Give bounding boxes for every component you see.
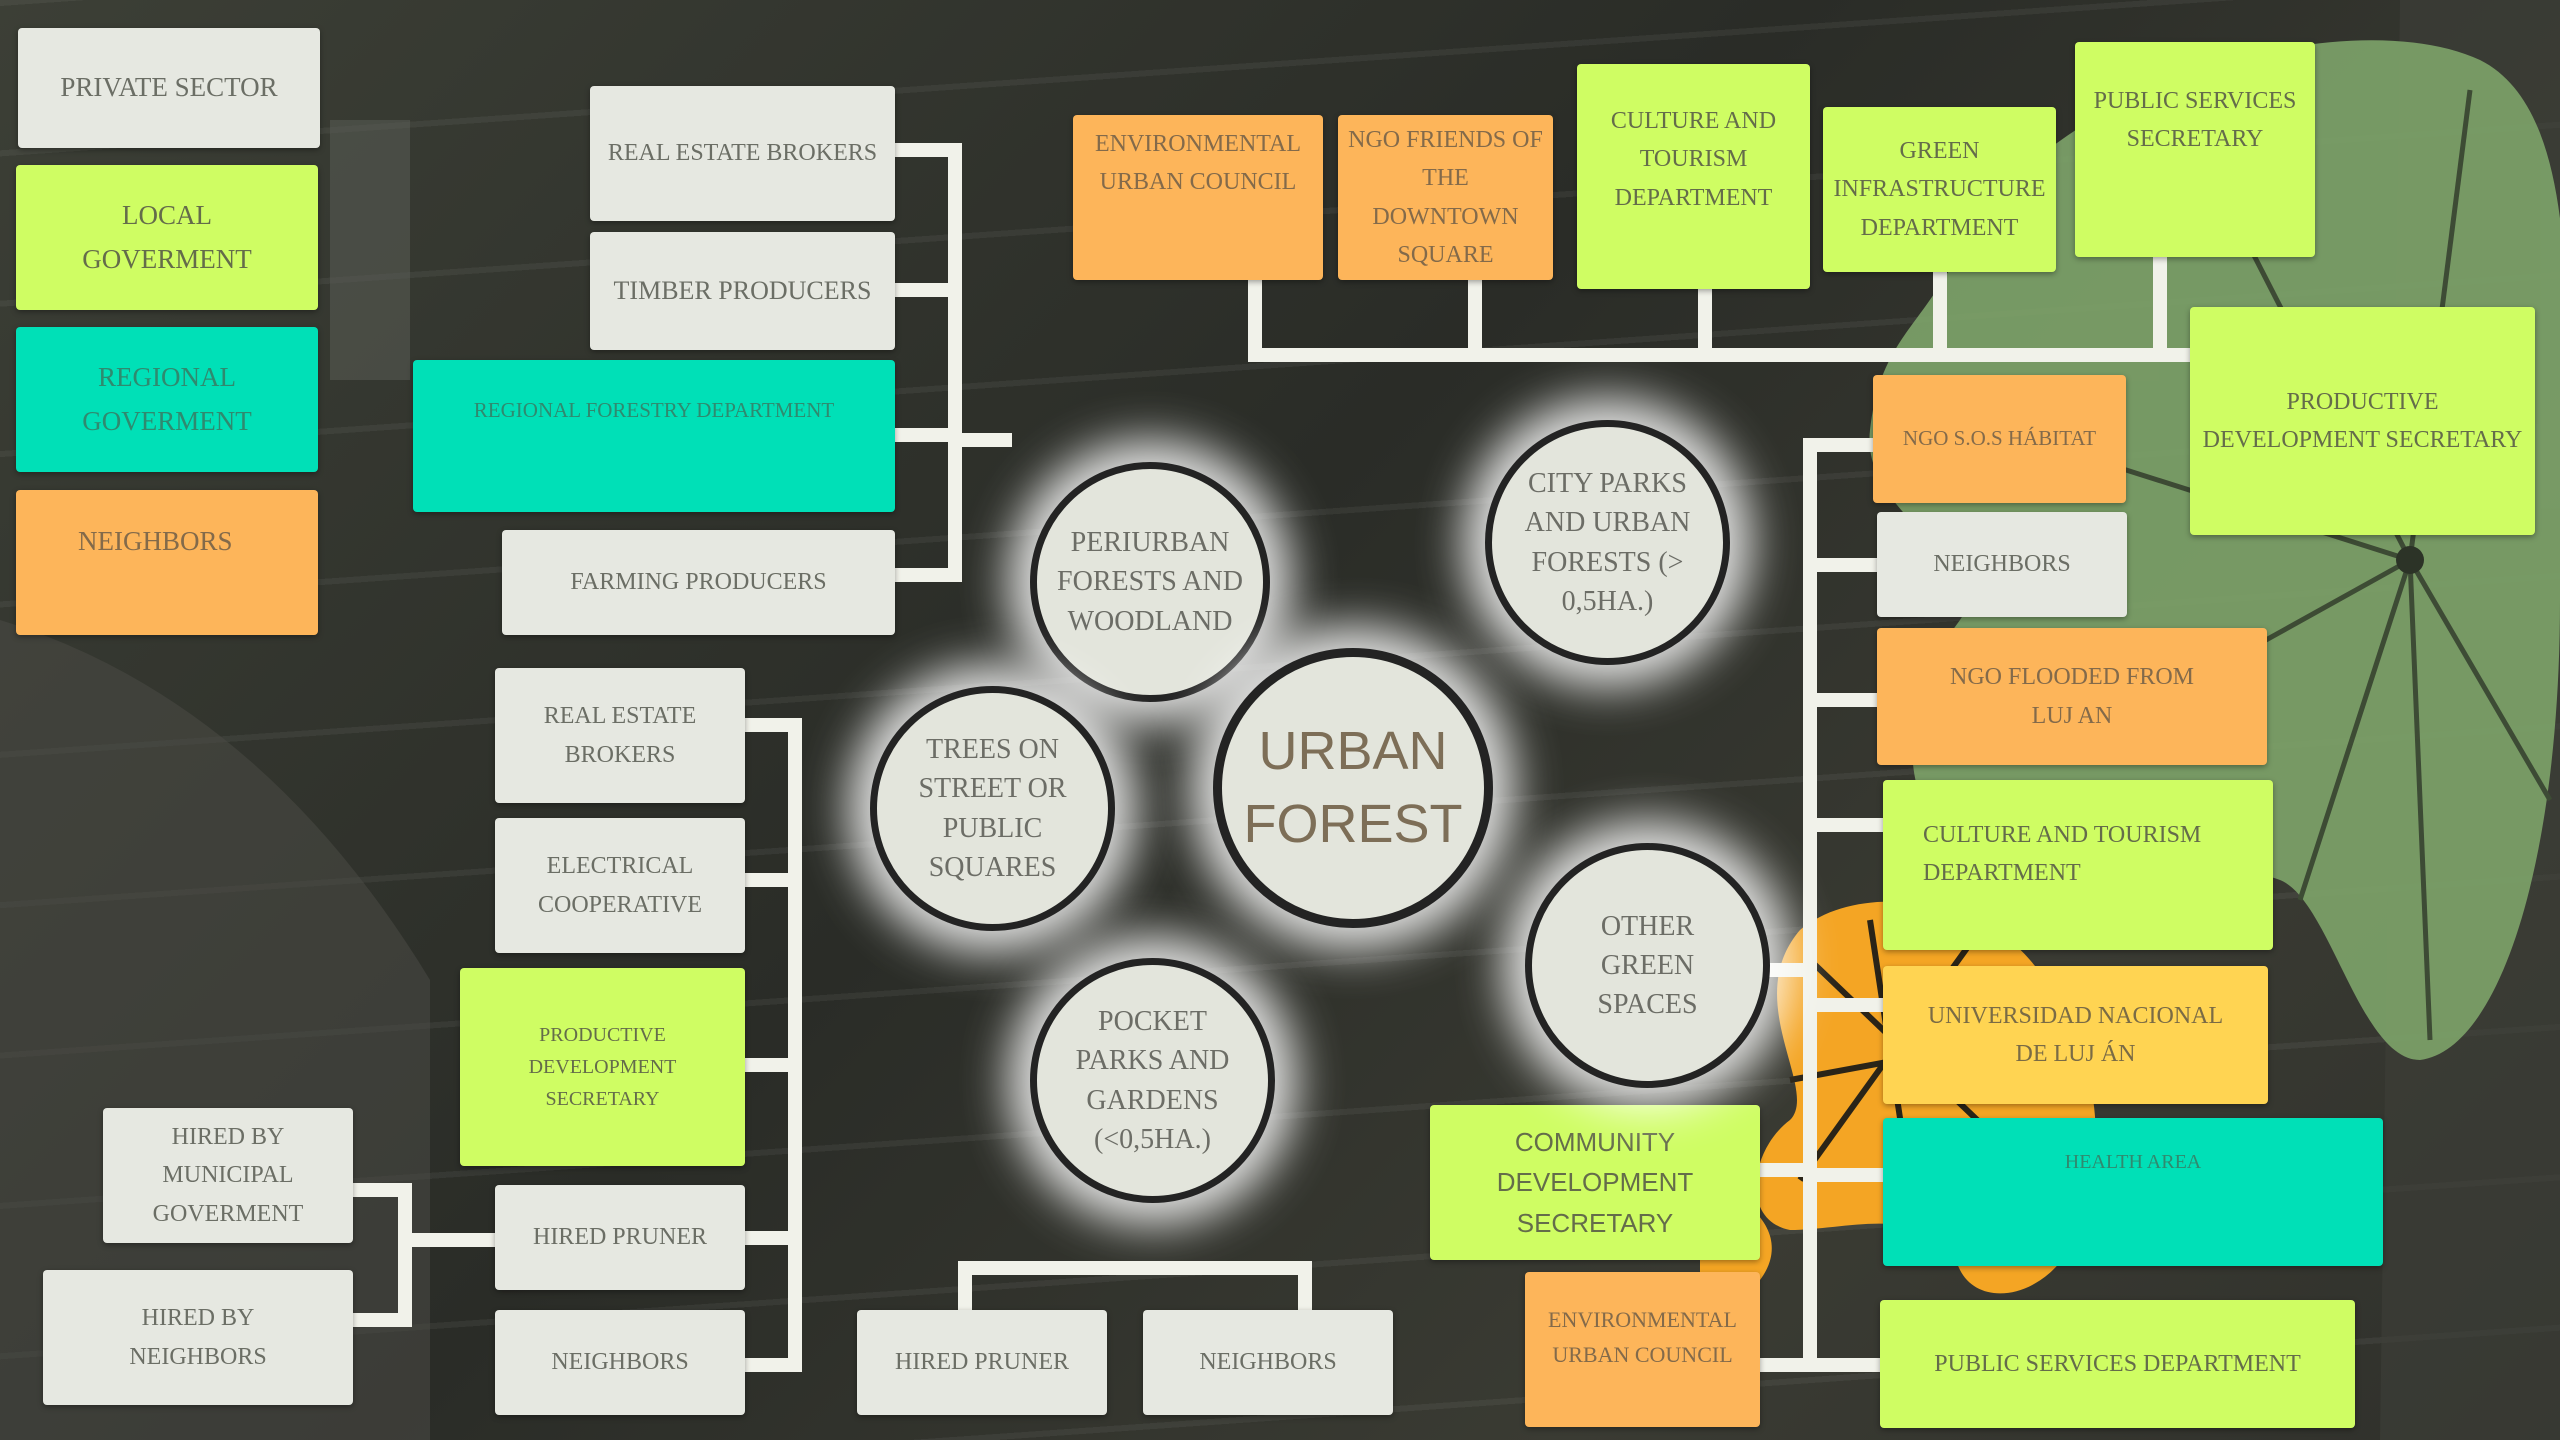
periurban-actor: FARMING PRODUCERS — [502, 530, 895, 635]
legend-regional-government: REGIONAL GOVERMENT — [16, 327, 318, 472]
other-green-actor: NGO S.O.S HÁBITAT — [1873, 375, 2126, 503]
legend-private-sector: PRIVATE SECTOR — [18, 28, 320, 148]
pocket-actor: HIRED PRUNER — [857, 1310, 1107, 1415]
other-green-actor: COMMUNITY DEVELOPMENT SECRETARY — [1430, 1105, 1760, 1260]
street-actor: NEIGHBORS — [495, 1310, 745, 1415]
city-parks-actor: CULTURE AND TOURISM DEPARTMENT — [1577, 64, 1810, 289]
category-label: OTHER GREEN SPACES — [1597, 910, 1698, 1021]
category-label: PERIURBAN FORESTS AND WOODLAND — [1057, 527, 1243, 637]
other-green-actor: PUBLIC SERVICES DEPARTMENT — [1880, 1300, 2355, 1428]
periurban-actor: REAL ESTATE BROKERS — [590, 86, 895, 221]
category-pocket-parks: POCKET PARKS AND GARDENS (<0,5ha.) — [1030, 958, 1275, 1203]
street-actor: ELECTRICAL COOPERATIVE — [495, 818, 745, 953]
category-label: CITY PARKS AND URBAN FORESTS (> 0,5ha.) — [1524, 468, 1691, 617]
city-parks-actor: GREEN INFRASTRUCTURE DEPARTMENT — [1823, 107, 2056, 272]
city-parks-actor: PUBLIC SERVICES SECRETARY — [2075, 42, 2315, 257]
city-parks-actor: NGO FRIENDS OF THE DOWNTOWN SQUARE — [1338, 115, 1553, 280]
category-label: POCKET PARKS AND GARDENS (<0,5ha.) — [1075, 1006, 1230, 1155]
pocket-actor: NEIGHBORS — [1143, 1310, 1393, 1415]
other-green-actor: UNIVERSIDAD NACIONAL DE LUJ ÁN — [1883, 966, 2268, 1104]
category-other-green: OTHER GREEN SPACES — [1525, 843, 1770, 1088]
other-green-actor: CULTURE AND TOURISM DEPARTMENT — [1883, 780, 2273, 950]
urban-forest-title: URBAN FOREST — [1243, 721, 1463, 854]
category-trees-on-street: TREES ON STREET OR PUBLIC SQUARES — [870, 686, 1115, 931]
street-actor: HIRED PRUNER — [495, 1185, 745, 1290]
other-green-actor: ENVIRONMENTAL URBAN COUNCIL — [1525, 1272, 1760, 1427]
other-green-actor: NGO FLOODED FROM LUJ AN — [1877, 628, 2267, 765]
other-green-actor: HEALTH AREA — [1883, 1118, 2383, 1266]
category-periurban: PERIURBAN FORESTS AND WOODLAND — [1030, 462, 1270, 702]
city-parks-actor: ENVIRONMENTAL URBAN COUNCIL — [1073, 115, 1323, 280]
street-actor: PRODUCTIVE DEVELOPMENT SECRETARY — [460, 968, 745, 1166]
urban-forest-center: URBAN FOREST — [1213, 648, 1493, 928]
category-city-parks: CITY PARKS AND URBAN FORESTS (> 0,5ha.) — [1485, 420, 1730, 665]
street-actor: REAL ESTATE BROKERS — [495, 668, 745, 803]
pruner-hirer: HIRED BY NEIGHBORS — [43, 1270, 353, 1405]
pruner-hirer: HIRED BY MUNICIPAL GOVERMENT — [103, 1108, 353, 1243]
periurban-actor: TIMBER PRODUCERS — [590, 232, 895, 350]
legend-neighbors: NEIGHBORS — [16, 490, 318, 635]
city-parks-actor: PRODUCTIVE DEVELOPMENT SECRETARY — [2190, 307, 2535, 535]
other-green-actor: NEIGHBORS — [1877, 512, 2127, 617]
periurban-actor: REGIONAL FORESTRY DEPARTMENT — [413, 360, 895, 512]
category-label: TREES ON STREET OR PUBLIC SQUARES — [918, 734, 1067, 883]
legend-local-government: LOCAL GOVERMENT — [16, 165, 318, 310]
